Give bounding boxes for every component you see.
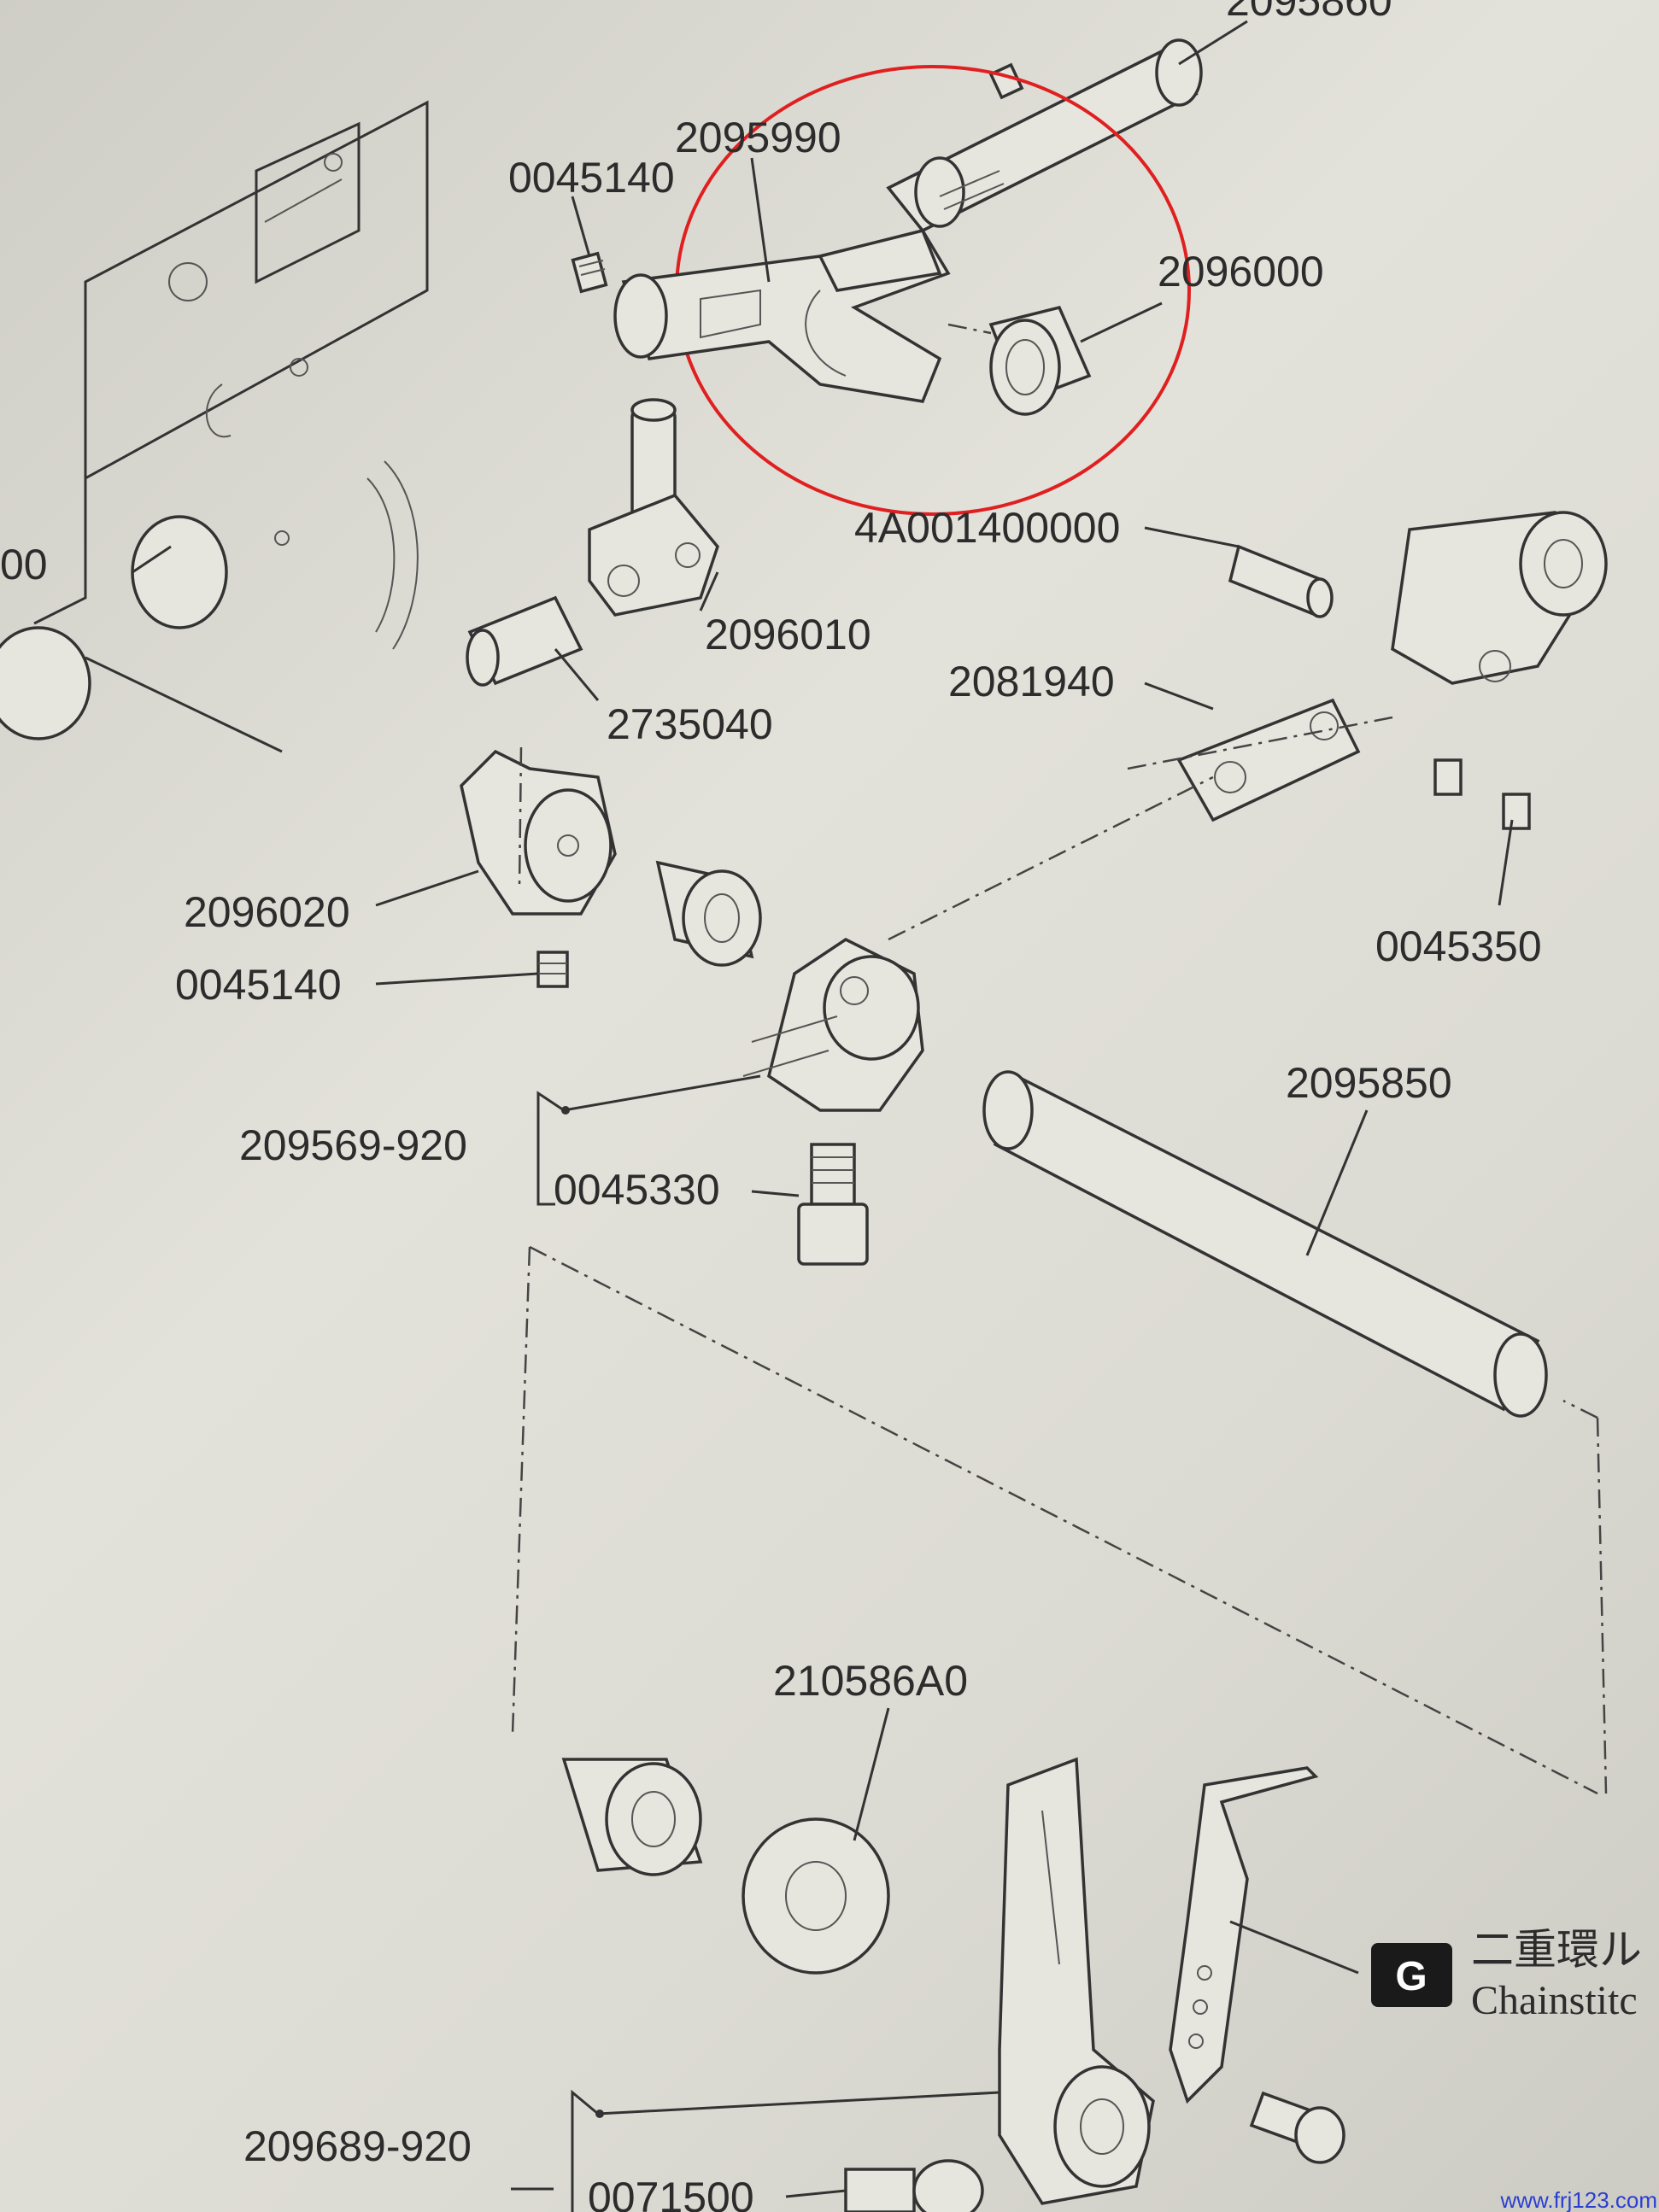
label-4a001400000: 4A001400000 — [854, 504, 1120, 552]
washer-210586a0 — [742, 1817, 890, 1975]
bracket-right — [1391, 511, 1608, 685]
section-badge: G — [1395, 1954, 1427, 1999]
label-0071500: 0071500 — [588, 2174, 754, 2212]
collar-209569-920 — [742, 937, 924, 1112]
watermark: www.frj123.com — [1500, 2187, 1658, 2212]
bushing-bottom — [561, 1758, 703, 1876]
section-title-en: Chainstitc — [1471, 1978, 1638, 2023]
link-2081940 — [1127, 698, 1393, 822]
label-2096010: 2096010 — [705, 611, 871, 658]
crank-209689-920 — [998, 1757, 1155, 2205]
ring-2096000 — [988, 305, 1092, 416]
crank-2096020 — [460, 749, 617, 916]
label-0045330: 0045330 — [554, 1166, 720, 1214]
label-2095990: 2095990 — [675, 114, 841, 161]
looper-blade — [1169, 1766, 1319, 2104]
shaft-2095850 — [982, 1070, 1548, 1418]
label-2095850: 2095850 — [1286, 1059, 1452, 1107]
label-209569-920: 209569-920 — [239, 1121, 467, 1169]
pin-2735040 — [466, 595, 583, 687]
block-2096010 — [588, 398, 719, 617]
label-2096000: 2096000 — [1158, 248, 1324, 296]
screw-0071500 — [844, 2159, 984, 2212]
fork-2095990 — [613, 228, 951, 403]
label-210586a0: 210586A0 — [773, 1657, 968, 1705]
leader-lines — [375, 20, 1514, 2212]
section-title-jp: 二重環ル — [1471, 1926, 1642, 1974]
label-left-cut: 00 — [0, 541, 48, 588]
bushing-middle — [655, 860, 762, 967]
label-0045140-top: 0045140 — [508, 154, 675, 202]
pin-4a001400000 — [1228, 544, 1334, 618]
label-2081940: 2081940 — [948, 658, 1115, 705]
label-2735040: 2735040 — [607, 700, 773, 748]
label-2096020: 2096020 — [184, 888, 350, 936]
label-209689-920: 209689-920 — [243, 2122, 472, 2170]
section-badge-bg — [1371, 1943, 1452, 2007]
screw-0045330 — [797, 1143, 869, 1266]
setscrew-0045140-bottom — [536, 951, 569, 988]
machine-frame — [0, 100, 429, 753]
label-top-cut: 2095860 — [1226, 0, 1392, 25]
screw-bottom-right — [1249, 2091, 1345, 2164]
section-heading: G 二重環ル Chainstitc — [1371, 1926, 1642, 2023]
setscrews-0045350 — [1433, 758, 1531, 830]
setscrew-0045140-top — [571, 251, 608, 294]
label-0045350: 0045350 — [1375, 922, 1542, 970]
shaft-2095860 — [886, 38, 1203, 233]
label-0045140-bottom: 0045140 — [175, 961, 342, 1009]
